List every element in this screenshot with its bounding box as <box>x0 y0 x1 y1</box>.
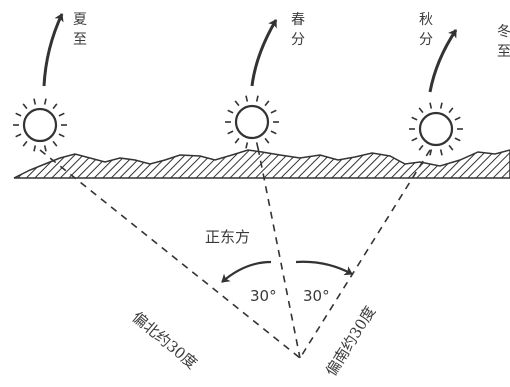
sun-autumn <box>409 103 463 156</box>
sun-ray <box>265 101 269 106</box>
sun-ray <box>53 141 57 146</box>
sun-ray <box>449 145 453 150</box>
sun-ray <box>449 108 453 113</box>
angle-arc-left <box>222 262 271 282</box>
sun-ray <box>455 138 460 141</box>
sun-ray <box>419 108 423 113</box>
sun-ray <box>430 103 431 109</box>
label-autumn-equinox: 秋分 <box>418 10 434 50</box>
sun-ray <box>412 138 417 141</box>
sun-spring <box>225 96 279 149</box>
angle-label-right: 30° <box>303 287 330 305</box>
sun-ray <box>271 110 276 113</box>
sun-ray <box>23 141 27 146</box>
sun-ray <box>16 113 21 116</box>
angle-arc-right <box>296 262 352 274</box>
sun-ray <box>34 145 35 151</box>
sun-ray <box>257 96 258 102</box>
sun-ray <box>265 138 269 143</box>
sun-ray <box>23 104 27 109</box>
sun-path-arrow-summer <box>44 14 62 86</box>
sun-ray <box>45 99 46 105</box>
sun-ray <box>246 96 247 102</box>
sun-path-arrow-spring <box>252 20 276 86</box>
sun-summer <box>13 99 67 152</box>
sun-ray <box>59 113 64 116</box>
sun-ray <box>441 103 442 109</box>
sun-ray <box>257 142 258 148</box>
sun-ray <box>419 145 423 150</box>
ray-equinox <box>258 148 300 358</box>
label-summer-solstice: 夏至 <box>72 10 88 50</box>
angle-label-left: 30° <box>250 287 277 305</box>
sun-ray <box>53 104 57 109</box>
sun-ray <box>228 110 233 113</box>
sun-ray <box>16 134 21 137</box>
ray-summer <box>40 150 300 358</box>
sun-ray <box>455 117 460 120</box>
sun-ray <box>45 145 46 151</box>
sun-ray <box>59 134 64 137</box>
sun-ray <box>246 142 247 148</box>
sun-ray <box>235 101 239 106</box>
sun-ray <box>228 131 233 134</box>
label-winter-solstice: 冬至 <box>496 22 510 62</box>
sun-ray <box>412 117 417 120</box>
label-spring-equinox: 春分 <box>290 10 306 50</box>
label-due-east: 正东方 <box>205 228 250 246</box>
sun-ray <box>271 131 276 134</box>
sun-ray <box>34 99 35 105</box>
sun-ray <box>441 149 442 155</box>
sun-ray <box>235 138 239 143</box>
